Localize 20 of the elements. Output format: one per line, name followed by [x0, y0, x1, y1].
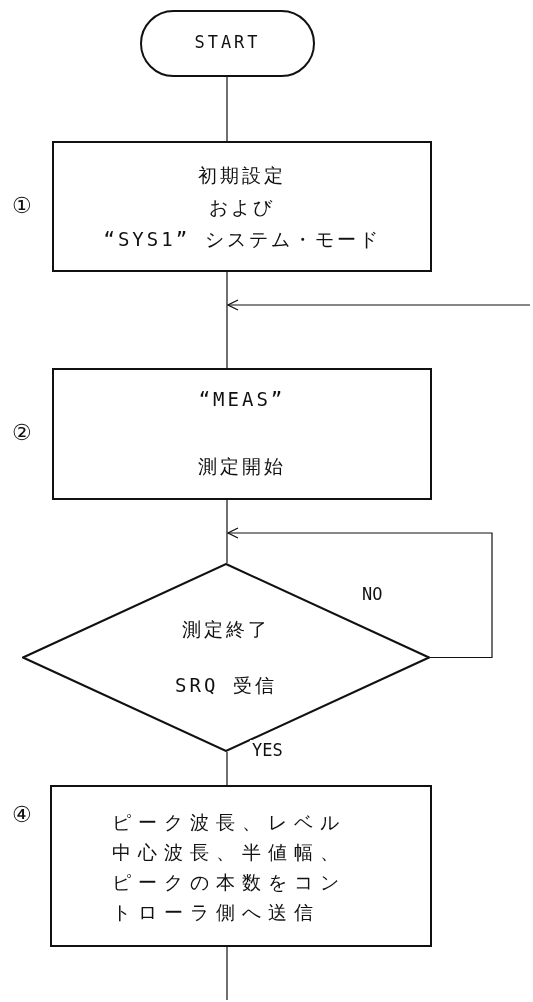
- arrow: [227, 299, 531, 311]
- node-text: SRQ 受信: [174, 673, 278, 698]
- node-text: START: [193, 32, 262, 52]
- node-text: “SYS1” システム・モード: [102, 227, 382, 252]
- connector-line: [226, 271, 228, 369]
- connector-line: [226, 499, 228, 564]
- node-text: ピーク波長、レベル中心波長、半値幅、ピークの本数をコントローラ側へ送信: [112, 810, 347, 925]
- node-text: 測定終了: [181, 617, 271, 642]
- connector-line: [226, 946, 228, 1001]
- node-text: 測定開始: [197, 454, 287, 479]
- start-terminal: [140, 10, 315, 77]
- connector-line: [226, 751, 228, 786]
- connector-line: [226, 76, 228, 142]
- node-text: “MEAS”: [197, 388, 287, 410]
- step-number: ①: [12, 193, 32, 218]
- step-number: ②: [12, 420, 32, 445]
- node-text: 初期設定: [197, 163, 287, 188]
- arrow: [227, 527, 493, 659]
- step-number: ④: [12, 802, 32, 827]
- node-text: および: [208, 195, 276, 220]
